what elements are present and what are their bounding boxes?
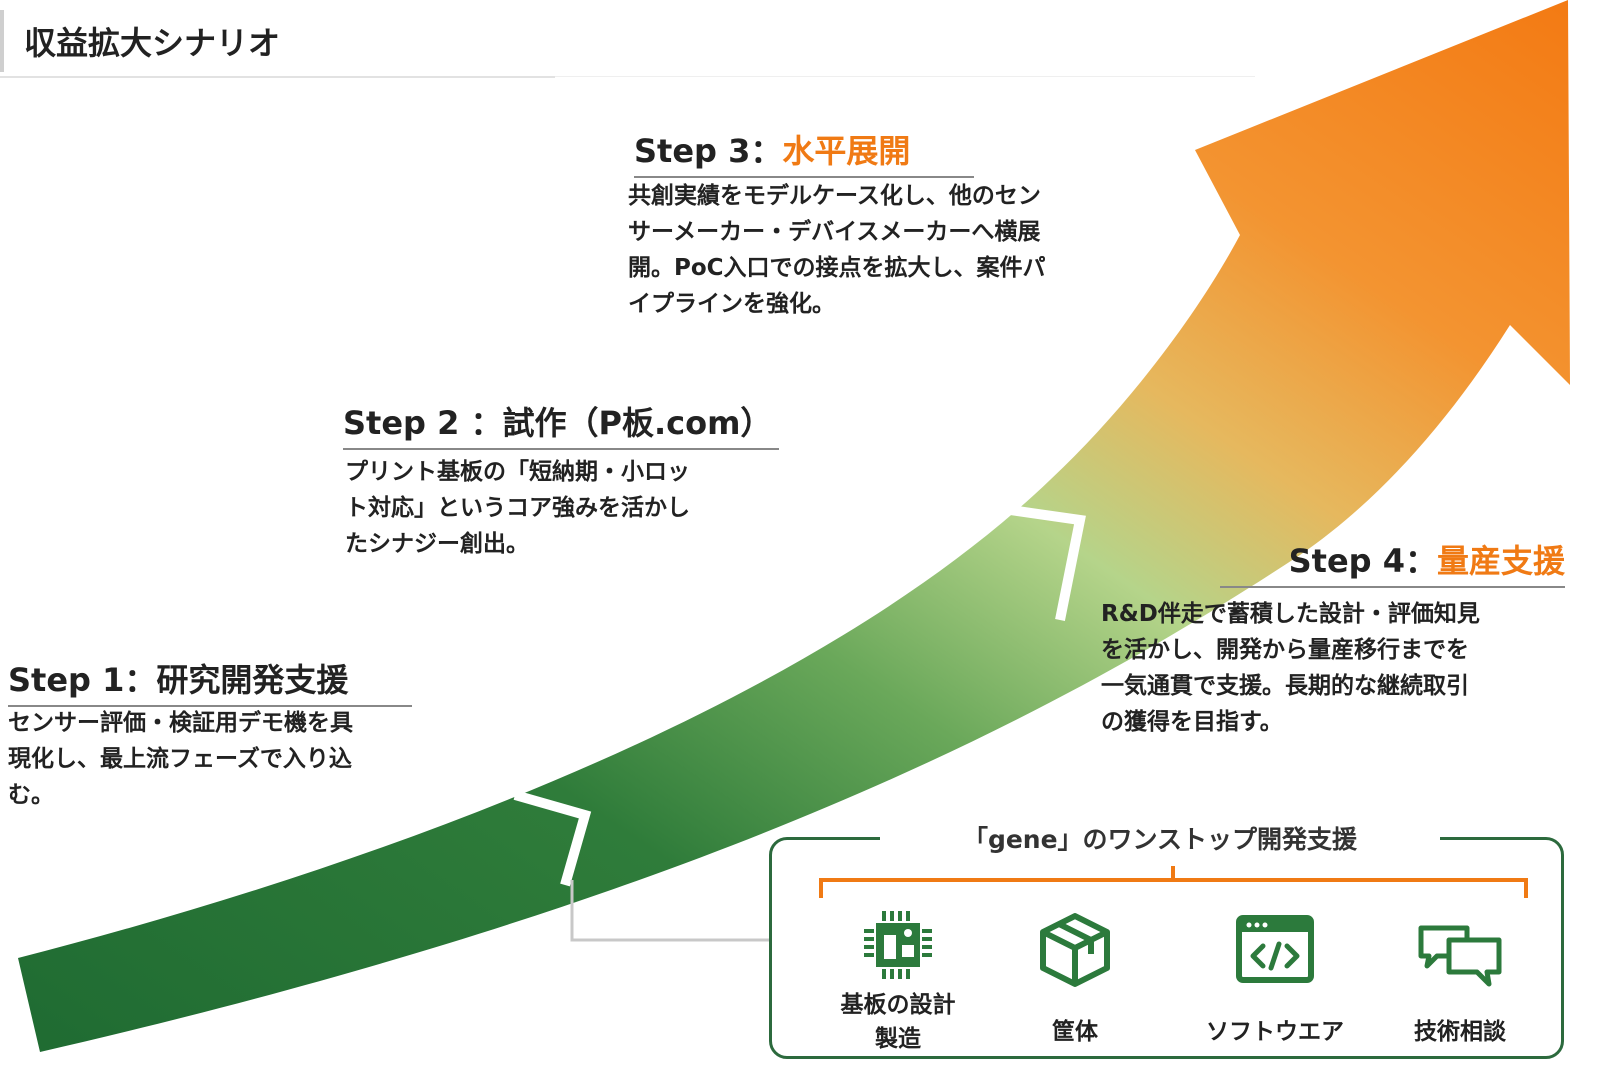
box-icon xyxy=(1040,913,1110,987)
title-underline xyxy=(0,76,555,78)
gene-box-title: 「gene」のワンストップ開発支援 xyxy=(880,820,1440,860)
step3-title: Step 3：水平展開 xyxy=(634,126,974,178)
gene-item-pcb: 基板の設計 製造 xyxy=(818,905,978,1053)
page-title: 収益拡大シナリオ xyxy=(24,24,281,62)
divider-step1-2 xyxy=(513,790,592,887)
step4-title: Step 4：量産支援 xyxy=(1220,536,1565,588)
title-underline-extension xyxy=(555,76,1255,77)
arrow-body xyxy=(18,0,1570,1052)
step2-title: Step 2 ：試作（P板.com） xyxy=(343,398,779,450)
gene-item-enclosure: 筐体 xyxy=(1000,910,1150,1046)
divider-step2-3 xyxy=(974,500,1086,621)
code-window-icon xyxy=(1236,915,1314,983)
bracket xyxy=(819,866,1528,898)
connector-line xyxy=(570,880,770,942)
step4-description: R&D伴走で蓄積した設計・評価知見 を活かし、開発から量産移行までを 一気通貫で… xyxy=(1101,601,1480,735)
circuit-board-icon xyxy=(864,911,932,979)
gene-item-consulting: 技術相談 xyxy=(1385,910,1535,1046)
step1-description: センサー評価・検証用デモ機を具 現化し、最上流フェーズで入り込 む。 xyxy=(8,710,353,808)
step2-description: プリント基板の「短納期・小ロッ ト対応」というコア強みを活かし たシナジー創出。 xyxy=(345,459,690,557)
title-accent-bar xyxy=(0,10,4,72)
chat-bubbles-icon xyxy=(1418,925,1502,987)
gene-item-software: ソフトウエア xyxy=(1175,910,1375,1046)
step3-description: 共創実績をモデルケース化し、他のセン サーメーカー・デバイスメーカーへ横展 開。… xyxy=(628,183,1046,317)
step1-title: Step 1：研究開発支援 xyxy=(8,655,412,707)
